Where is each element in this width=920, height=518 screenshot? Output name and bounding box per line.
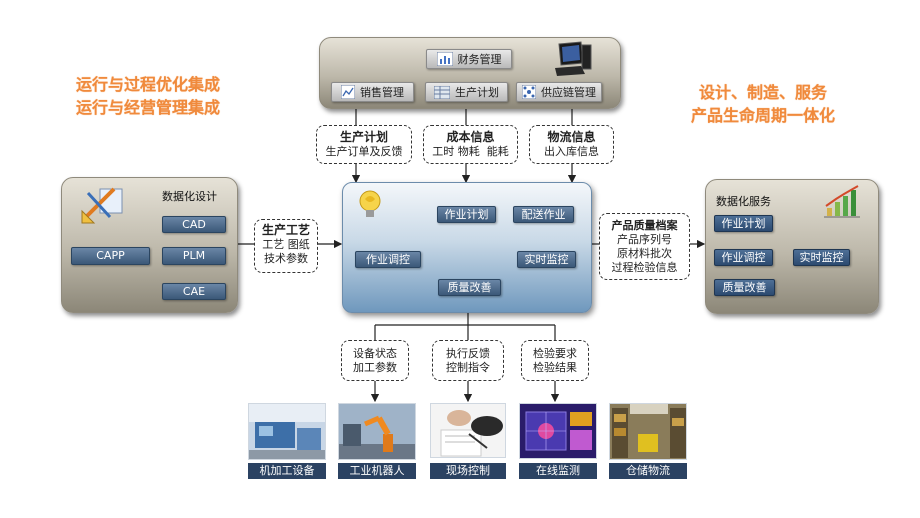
quality-archive: 产品质量档案 产品序列号 原材料批次 过程检验信息 [599, 213, 690, 280]
machining-equipment-image [249, 404, 325, 459]
left-title-line-2: 运行与经营管理集成 [76, 98, 221, 117]
quality-archive-line-2: 原材料批次 [617, 247, 672, 260]
service-monitor-box[interactable]: 实时监控 [793, 249, 850, 266]
finance-box[interactable]: 财务管理 [426, 49, 512, 69]
robot-photo [338, 403, 416, 460]
bar-chart-icon [436, 52, 453, 66]
center-monitor-box[interactable]: 实时监控 [517, 251, 576, 268]
process-info-title: 生产工艺 [261, 223, 310, 237]
sales-box[interactable]: 销售管理 [331, 82, 414, 102]
center-quality-box[interactable]: 质量改善 [438, 279, 501, 296]
process-info-line-2: 技术参数 [264, 252, 308, 265]
lightbulb-icon [359, 190, 381, 217]
execution-info-line-2: 控制指令 [446, 361, 490, 374]
inspection-info-line-1: 检验要求 [533, 347, 577, 360]
supply-chain-box[interactable]: 供应链管理 [516, 82, 602, 102]
cost-info: 成本信息 工时 物耗 能耗 [423, 125, 518, 164]
finance-label: 财务管理 [457, 53, 502, 66]
cad-box[interactable]: CAD [162, 216, 226, 233]
execution-info-line-1: 执行反馈 [446, 347, 490, 360]
digital-design-title: 数据化设计 [162, 190, 217, 203]
sales-label: 销售管理 [360, 86, 404, 99]
control-label: 现场控制 [430, 463, 506, 479]
equipment-info-line-2: 加工参数 [353, 361, 397, 374]
logistics-info-title: 物流信息 [547, 130, 596, 144]
supply-chain-label: 供应链管理 [541, 86, 596, 99]
cost-info-line: 工时 物耗 能耗 [432, 145, 509, 158]
monitoring-photo [519, 403, 597, 459]
plm-box[interactable]: PLM [162, 247, 226, 265]
center-dispatch-box[interactable]: 配送作业 [513, 206, 574, 223]
quality-archive-line-1: 产品序列号 [617, 233, 672, 246]
monitoring-label: 在线监测 [519, 463, 597, 479]
inspection-info-line-2: 检验结果 [533, 361, 577, 374]
logistics-info-line: 出入库信息 [544, 145, 599, 158]
design-tools-icon [81, 187, 123, 224]
capp-box[interactable]: CAPP [71, 247, 150, 265]
production-plan-info-title: 生产计划 [339, 130, 388, 144]
service-plan-box[interactable]: 作业计划 [714, 215, 773, 232]
cost-info-title: 成本信息 [446, 130, 495, 144]
line-chart-icon [341, 85, 355, 99]
field-control-image [431, 404, 505, 457]
left-title-line-1: 运行与过程优化集成 [76, 75, 221, 94]
quality-archive-line-3: 过程检验信息 [611, 261, 678, 274]
inspection-info: 检验要求 检验结果 [521, 340, 589, 381]
computer-icon [555, 41, 592, 76]
center-plan-box[interactable]: 作业计划 [437, 206, 496, 223]
right-titles: 设计、制造、服务 产品生命周期一体化 [688, 81, 838, 127]
warehouse-label: 仓储物流 [609, 463, 687, 479]
right-title-line-1: 设计、制造、服务 [698, 83, 827, 102]
online-monitoring-image [520, 404, 596, 458]
robot-label: 工业机器人 [338, 463, 416, 479]
digital-service-title: 数据化服务 [716, 195, 771, 208]
logistics-info: 物流信息 出入库信息 [529, 125, 614, 164]
equipment-info-line-1: 设备状态 [353, 347, 397, 360]
control-photo [430, 403, 506, 458]
center-adjust-box[interactable]: 作业调控 [355, 251, 421, 268]
production-plan-info-line: 生产订单及反馈 [325, 145, 403, 158]
execution-info: 执行反馈 控制指令 [432, 340, 504, 381]
cae-box[interactable]: CAE [162, 283, 226, 300]
equipment-info: 设备状态 加工参数 [341, 340, 409, 381]
service-quality-box[interactable]: 质量改善 [714, 279, 775, 296]
warehouse-photo [609, 403, 687, 460]
machining-photo [248, 403, 326, 460]
production-plan-info: 生产计划 生产订单及反馈 [316, 125, 412, 164]
process-info: 生产工艺 工艺 图纸 技术参数 [254, 219, 318, 273]
network-icon [522, 85, 536, 99]
right-title-line-2: 产品生命周期一体化 [690, 106, 835, 125]
industrial-robot-image [339, 404, 415, 459]
left-titles: 运行与过程优化集成 运行与经营管理集成 [76, 73, 220, 119]
table-icon [434, 85, 450, 99]
growth-chart-icon [824, 185, 860, 218]
production-plan-label: 生产计划 [455, 86, 499, 99]
production-plan-box[interactable]: 生产计划 [425, 82, 508, 102]
service-adjust-box[interactable]: 作业调控 [714, 249, 773, 266]
machining-label: 机加工设备 [248, 463, 326, 479]
quality-archive-title: 产品质量档案 [611, 219, 678, 232]
process-info-line-1: 工艺 图纸 [262, 238, 310, 251]
warehouse-logistics-image [610, 404, 686, 459]
